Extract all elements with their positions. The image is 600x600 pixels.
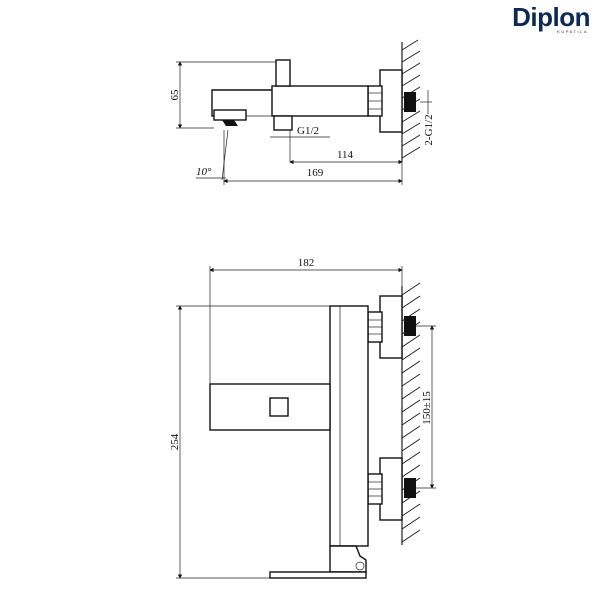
- wall-hatching-top: [401, 39, 421, 159]
- dim-total-length: 169: [307, 167, 324, 179]
- dim-angle: 10°: [196, 166, 212, 178]
- dim-height-front: 254: [169, 433, 181, 450]
- dim-height-top: 65: [169, 89, 181, 101]
- dim-connection: 2-G1/2: [423, 114, 435, 145]
- brand-tagline: KUPATILA: [557, 29, 588, 34]
- dim-spacing: 150±15: [421, 391, 433, 425]
- dim-depth: 182: [298, 257, 315, 269]
- front-view: 182 254 150±15: [169, 257, 436, 579]
- dim-inner-length: 114: [337, 149, 354, 161]
- brand-logo: Diplon: [512, 2, 590, 32]
- dim-thread: G1/2: [297, 125, 319, 137]
- top-view: 65 114 169 10° G1/2 2-G1/2: [169, 39, 435, 185]
